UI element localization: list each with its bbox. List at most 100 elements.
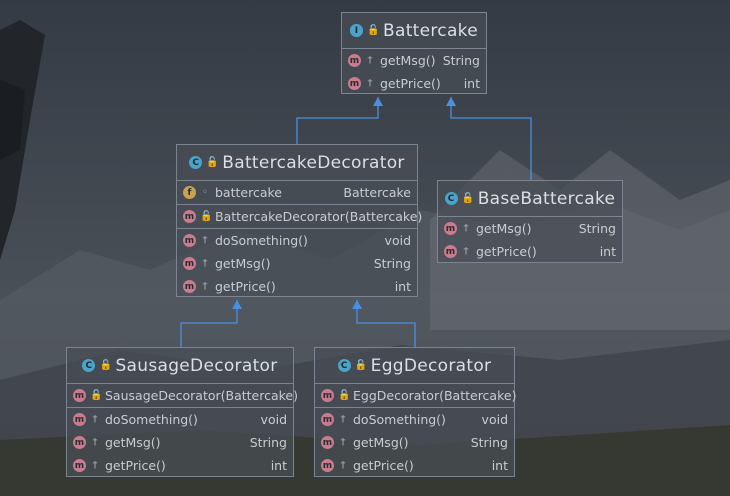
member-type: int bbox=[463, 76, 480, 91]
member-section: m🔓EggDecorator(Battercake) bbox=[315, 384, 517, 408]
member-type: int bbox=[491, 458, 508, 473]
class-icon: C bbox=[82, 359, 96, 372]
method-icon: m bbox=[321, 436, 334, 449]
method-row[interactable]: m†doSomething()void bbox=[67, 408, 293, 431]
lock-icon: 🔓 bbox=[99, 360, 113, 371]
method-icon: m bbox=[73, 389, 86, 402]
method-icon: m bbox=[321, 413, 334, 426]
method-row[interactable]: m†getPrice()int bbox=[342, 72, 486, 95]
public-key-icon: † bbox=[202, 235, 208, 246]
method-row[interactable]: m†getMsg()String bbox=[438, 217, 622, 240]
method-row[interactable]: m † getPrice() int bbox=[177, 275, 417, 298]
method-row[interactable]: m 🔓SausageDecorator(Battercake) bbox=[67, 384, 298, 407]
method-row[interactable]: m † doSomething() void bbox=[315, 408, 514, 431]
method-icon: m bbox=[73, 436, 86, 449]
member-type: String bbox=[249, 435, 287, 450]
member-name: BattercakeDecorator(Battercake) bbox=[215, 209, 423, 224]
member-name: doSomething() bbox=[353, 412, 446, 427]
member-type: int bbox=[394, 279, 411, 294]
interface-icon: I bbox=[350, 24, 364, 37]
lock-icon: 🔓 bbox=[367, 25, 380, 36]
member-type: int bbox=[599, 244, 616, 259]
member-type: int bbox=[270, 458, 287, 473]
class-name: EggDecorator bbox=[370, 355, 492, 376]
unlock-icon: 🔓 bbox=[90, 390, 103, 401]
class-basebattercake-header: C 🔓 BaseBattercake bbox=[438, 181, 622, 217]
method-icon: m bbox=[73, 413, 86, 426]
class-name: Battercake bbox=[383, 20, 478, 41]
field-icon: f bbox=[183, 186, 196, 199]
public-key-icon: † bbox=[340, 414, 346, 425]
relation-line-base-to-battercake bbox=[450, 97, 532, 180]
class-name: SausageDecorator bbox=[115, 355, 278, 376]
method-icon: m bbox=[348, 54, 361, 67]
member-name: getPrice() bbox=[476, 244, 537, 259]
method-icon: m bbox=[183, 257, 196, 270]
method-row[interactable]: m🔓BattercakeDecorator(Battercake) bbox=[177, 205, 422, 228]
method-row[interactable]: m🔓EggDecorator(Battercake) bbox=[315, 384, 517, 407]
member-type: void bbox=[481, 412, 508, 427]
method-row[interactable]: m†getPrice()int bbox=[438, 240, 622, 263]
member-name: getMsg() bbox=[215, 256, 271, 271]
class-icon: C bbox=[444, 192, 458, 205]
relation-line-sausage-to-decorator bbox=[180, 300, 238, 347]
method-row[interactable]: m†getPrice()int bbox=[67, 454, 293, 477]
unlock-icon: 🔓 bbox=[338, 390, 351, 401]
member-name: doSomething() bbox=[105, 412, 198, 427]
class-eggdecorator[interactable]: C 🔓 EggDecorator m🔓EggDecorator(Batterca… bbox=[314, 347, 517, 477]
member-type: String bbox=[373, 256, 411, 271]
class-eggdecorator-header: C 🔓 EggDecorator bbox=[315, 348, 514, 384]
method-icon: m bbox=[444, 245, 457, 258]
member-name: EggDecorator(Battercake) bbox=[353, 388, 517, 403]
class-icon: C bbox=[337, 359, 351, 372]
member-type: String bbox=[578, 221, 616, 236]
arrowhead-egg-to-decorator bbox=[352, 300, 362, 309]
class-sausagedecorator[interactable]: C 🔓 SausageDecorator m🔓SausageDecorator(… bbox=[66, 347, 298, 477]
public-key-icon: † bbox=[92, 437, 98, 448]
relation-line-egg-to-decorator bbox=[356, 300, 416, 347]
member-name: SausageDecorator(Battercake) bbox=[105, 388, 298, 403]
member-name: getMsg() bbox=[105, 435, 161, 450]
method-icon: m bbox=[444, 222, 457, 235]
method-row[interactable]: m†doSomething()void bbox=[177, 229, 417, 252]
member-name: doSomething() bbox=[215, 233, 308, 248]
method-row[interactable]: m † getPrice() int bbox=[315, 454, 514, 477]
method-row[interactable]: m † getMsg() String bbox=[177, 252, 417, 275]
public-key-icon: † bbox=[463, 223, 469, 234]
method-row[interactable]: m†getMsg()String bbox=[342, 49, 486, 72]
public-key-icon: † bbox=[92, 460, 98, 471]
member-type: String bbox=[470, 435, 508, 450]
member-section: m † doSomething() void m † getMsg() String m † get… bbox=[315, 408, 514, 477]
member-section: m 🔓SausageDecorator(Battercake) bbox=[67, 384, 298, 408]
member-name: getPrice() bbox=[215, 279, 276, 294]
class-battercakedecorator-header: C 🔓 BattercakeDecorator bbox=[177, 145, 417, 181]
unlock-icon: 🔓 bbox=[200, 211, 213, 222]
public-key-icon: † bbox=[202, 258, 208, 269]
arrowhead-decorator-to-battercake bbox=[373, 97, 383, 106]
method-icon: m bbox=[348, 77, 361, 90]
member-type: String bbox=[442, 53, 480, 68]
arrowhead-base-to-battercake bbox=[446, 97, 456, 106]
public-key-icon: † bbox=[202, 281, 208, 292]
method-row[interactable]: m † getMsg() String bbox=[67, 431, 293, 454]
public-key-icon: † bbox=[340, 437, 346, 448]
member-name: getPrice() bbox=[353, 458, 414, 473]
method-icon: m bbox=[183, 280, 196, 293]
member-name: battercake bbox=[215, 185, 282, 200]
member-section: m🔓BattercakeDecorator(Battercake) bbox=[177, 205, 422, 229]
lock-icon: 🔓 bbox=[461, 193, 475, 204]
class-name: BattercakeDecorator bbox=[222, 152, 405, 173]
method-row[interactable]: m † getMsg() String bbox=[315, 431, 514, 454]
member-name: getMsg() bbox=[353, 435, 409, 450]
public-key-icon: † bbox=[340, 460, 346, 471]
method-icon: m bbox=[321, 459, 334, 472]
